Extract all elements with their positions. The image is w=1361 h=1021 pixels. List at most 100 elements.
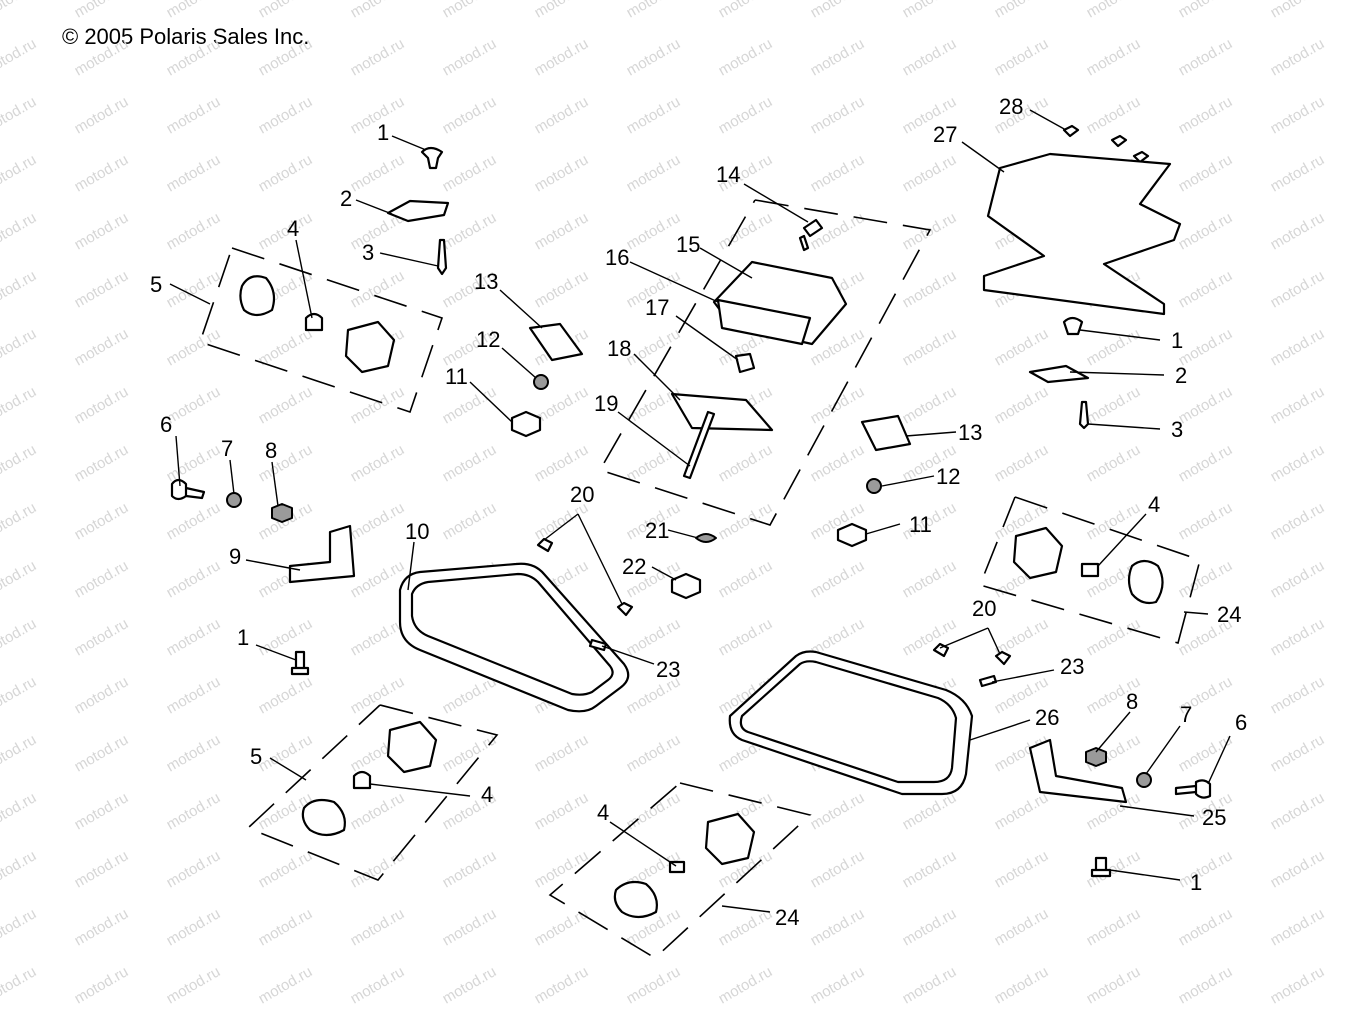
- callout-4-bottom-left: 4: [481, 782, 493, 807]
- watermark-text: motod.ru: [0, 499, 39, 543]
- callout-5-bottom: 5: [250, 744, 262, 769]
- watermark-text: motod.ru: [1176, 267, 1236, 311]
- washer-7-left-part: [226, 492, 242, 508]
- watermark-text: motod.ru: [256, 673, 316, 717]
- copyright-notice: © 2005 Polaris Sales Inc.: [62, 24, 310, 49]
- watermark-text: motod.ru: [624, 325, 684, 369]
- lens-24-bottom-part: [613, 880, 658, 919]
- watermark-text: motod.ru: [0, 0, 39, 21]
- watermark-text: motod.ru: [900, 267, 960, 311]
- watermark-text: motod.ru: [1268, 93, 1328, 137]
- group-14-box: [598, 199, 932, 526]
- watermark-text: motod.ru: [256, 383, 316, 427]
- watermark-text: motod.ru: [532, 209, 592, 253]
- screw-28-b-part: [1110, 134, 1128, 148]
- watermark-text: motod.ru: [0, 35, 39, 79]
- watermark-text: motod.ru: [0, 615, 39, 659]
- callout-13-right: 13: [958, 420, 982, 445]
- watermark-text: motod.ru: [900, 325, 960, 369]
- watermark-text: motod.ru: [72, 557, 132, 601]
- screw-20-left-b-part: [616, 601, 634, 617]
- callout-labels: 1 2 3 4 5 6 7 8 9 10 11 12 13 14 15 16 1…: [150, 94, 1247, 930]
- watermark-text: motod.ru: [256, 847, 316, 891]
- watermark-text: motod.ru: [992, 441, 1052, 485]
- callout-24: 24: [1217, 602, 1241, 627]
- watermark-text: motod.ru: [0, 731, 39, 775]
- watermark-text: motod.ru: [624, 209, 684, 253]
- screw-28-c-part: [1132, 150, 1150, 164]
- callout-12-right: 12: [936, 464, 960, 489]
- watermark-text: motod.ru: [808, 93, 868, 137]
- watermark-text: motod.ru: [0, 93, 39, 137]
- watermark-text: motod.ru: [808, 847, 868, 891]
- watermark-text: motod.ru: [808, 35, 868, 79]
- callout-12: 12: [476, 327, 500, 352]
- watermark-text: motod.ru: [716, 499, 776, 543]
- watermark-text: motod.ru: [716, 557, 776, 601]
- watermark-text: motod.ru: [624, 615, 684, 659]
- watermark-text: motod.ru: [992, 383, 1052, 427]
- watermark-text: motod.ru: [716, 963, 776, 1007]
- watermark-text: motod.ru: [440, 673, 500, 717]
- bulb-4-right-part: [1080, 562, 1100, 578]
- watermark-text: motod.ru: [1268, 499, 1328, 543]
- watermark-text: motod.ru: [0, 673, 39, 717]
- watermark-text: motod.ru: [256, 615, 316, 659]
- watermark-text: motod.ru: [716, 35, 776, 79]
- bolt-6-left-part: [170, 478, 206, 501]
- watermark-text: motod.ru: [1176, 557, 1236, 601]
- watermark-text: motod.ru: [992, 847, 1052, 891]
- watermark-text: motod.ru: [624, 151, 684, 195]
- watermark-text: motod.ru: [992, 905, 1052, 949]
- watermark-text: motod.ru: [1268, 615, 1328, 659]
- callout-6-right: 6: [1235, 710, 1247, 735]
- watermark-text: motod.ru: [532, 93, 592, 137]
- washer-7-right-part: [1136, 772, 1152, 788]
- watermark-text: motod.ru: [440, 847, 500, 891]
- callout-18: 18: [607, 336, 631, 361]
- watermark-text: motod.ru: [440, 93, 500, 137]
- watermark-text: motod.ru: [808, 151, 868, 195]
- screw-1-left-part: [290, 650, 310, 676]
- watermark-text: motod.ru: [992, 35, 1052, 79]
- watermark-text: motod.ru: [164, 0, 224, 21]
- watermark-text: motod.ru: [1084, 441, 1144, 485]
- watermark-text: motod.ru: [1268, 441, 1328, 485]
- watermark-text: motod.ru: [256, 93, 316, 137]
- watermark-text: motod.ru: [808, 789, 868, 833]
- watermark-text: motod.ru: [72, 383, 132, 427]
- watermark-text: motod.ru: [1268, 209, 1328, 253]
- callout-16: 16: [605, 245, 629, 270]
- watermark-text: motod.ru: [624, 0, 684, 21]
- watermark-text: motod.ru: [900, 35, 960, 79]
- watermark-text: motod.ru: [1268, 905, 1328, 949]
- watermark-text: motod.ru: [624, 441, 684, 485]
- watermark-text: motod.ru: [900, 557, 960, 601]
- watermark-text: motod.ru: [900, 383, 960, 427]
- group-5-bottom-box: [246, 704, 499, 881]
- watermark-text: motod.ru: [1176, 35, 1236, 79]
- callout-4: 4: [287, 216, 299, 241]
- watermark-text: motod.ru: [1176, 441, 1236, 485]
- spring-23-left-part: [588, 638, 608, 652]
- watermark-text: motod.ru: [348, 847, 408, 891]
- watermark-text: motod.ru: [1268, 325, 1328, 369]
- watermark-text: motod.ru: [1268, 267, 1328, 311]
- watermark-text: motod.ru: [1084, 93, 1144, 137]
- watermark-text: motod.ru: [532, 789, 592, 833]
- watermark-text: motod.ru: [164, 557, 224, 601]
- watermark-text: motod.ru: [348, 35, 408, 79]
- socket-5-top-part: [344, 320, 396, 374]
- watermark-text: motod.ru: [808, 963, 868, 1007]
- callout-6: 6: [160, 412, 172, 437]
- screw-1-right-a-part: [1062, 316, 1084, 336]
- watermark-text: motod.ru: [808, 441, 868, 485]
- watermark-text: motod.ru: [1268, 789, 1328, 833]
- watermark-text: motod.ru: [440, 499, 500, 543]
- headlight-26-lens: [739, 660, 958, 784]
- watermark-text: motod.ru: [716, 615, 776, 659]
- screw-20-right-a-part: [932, 642, 950, 658]
- callout-23: 23: [656, 657, 680, 682]
- callout-23-right: 23: [1060, 654, 1084, 679]
- watermark-text: motod.ru: [256, 905, 316, 949]
